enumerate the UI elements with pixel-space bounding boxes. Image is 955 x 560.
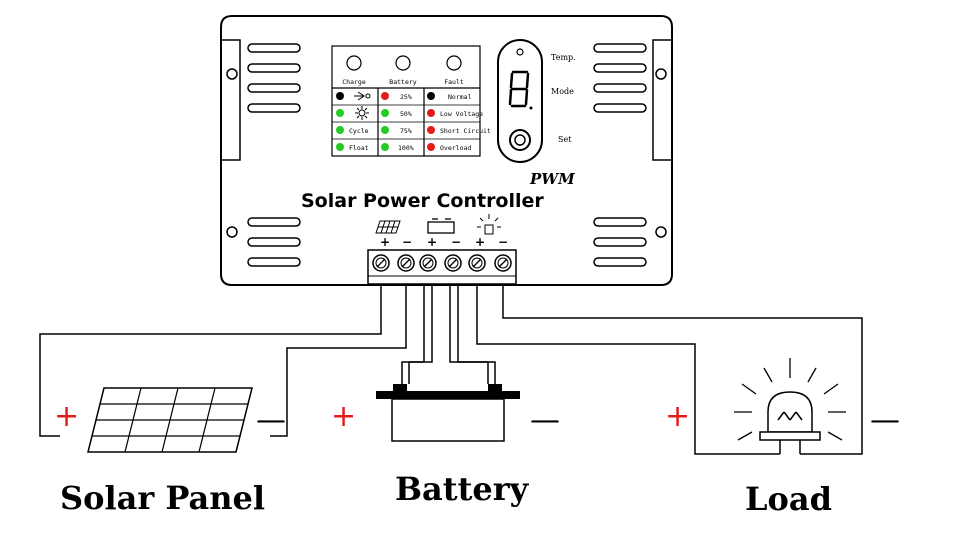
fault-red-dot-icon — [427, 126, 435, 134]
solar-terminal-symbol-icon — [375, 220, 401, 234]
seven-segment-display — [508, 70, 530, 108]
battery-terminal-symbol-icon — [427, 218, 455, 234]
sun-panel-icon — [354, 91, 371, 101]
mount-hole-icon — [655, 68, 667, 80]
load-terminal-symbol-icon — [477, 214, 501, 235]
terminal-screw-slot-icon — [401, 258, 411, 268]
fault-off-dot-icon — [427, 92, 435, 100]
battery-led-icon — [395, 55, 411, 71]
battery-icon — [376, 384, 520, 442]
fault-header: Fault — [444, 78, 464, 86]
terminal-screw-slot-icon — [423, 258, 433, 268]
sun-icon — [355, 106, 369, 120]
battery-level-75: 75% — [400, 127, 412, 135]
load-label: Load — [745, 480, 832, 518]
terminal-screw-inner-icon — [447, 257, 459, 269]
pwm-label: PWM — [529, 170, 575, 188]
charge-green-dot-icon — [336, 109, 344, 117]
terminal-screw-inner-icon — [400, 257, 412, 269]
terminal-sign: − — [402, 235, 412, 249]
terminal-screw-inner-icon — [497, 257, 509, 269]
terminal-screw-slot-icon — [472, 258, 482, 268]
indicator-panel: Charge Battery Fault Cycle Float 25% — [331, 45, 491, 157]
charge-header: Charge — [342, 78, 366, 86]
terminal-sign: − — [451, 235, 461, 249]
battery-green-dot-icon — [381, 126, 389, 134]
battery-level-50: 50% — [400, 110, 412, 118]
mode-label: Mode — [551, 87, 574, 96]
battery-level-25: 25% — [400, 93, 412, 101]
battery-header: Battery — [389, 78, 416, 86]
set-label: Set — [558, 135, 572, 144]
temp-label: Temp. — [551, 53, 576, 62]
solar-minus-sign: — — [256, 403, 286, 438]
fault-state-short-circuit: Short Circuit — [440, 127, 491, 135]
battery-red-dot-icon — [381, 92, 389, 100]
battery-level-100: 100% — [398, 144, 414, 152]
temp-sensor-icon — [516, 48, 524, 56]
float-dot-icon — [336, 143, 344, 151]
left-vent-icon — [247, 43, 301, 267]
terminal-block — [367, 249, 517, 285]
fault-state-normal: Normal — [448, 93, 472, 101]
solar-plus-sign: + — [54, 399, 79, 434]
solar-panel-icon — [87, 387, 253, 453]
mount-hole-icon — [655, 226, 667, 238]
terminal-screw-slot-icon — [448, 258, 458, 268]
battery-minus-sign: — — [530, 403, 560, 438]
battery-green-dot-icon — [381, 109, 389, 117]
wiring — [39, 284, 863, 455]
terminal-screw-slot-icon — [376, 258, 386, 268]
fault-red-dot-icon — [427, 143, 435, 151]
battery-label: Battery — [395, 470, 530, 508]
terminal-screw-slot-icon — [498, 258, 508, 268]
controller-title: Solar Power Controller — [301, 190, 544, 212]
load-minus-sign: — — [870, 403, 900, 438]
mount-hole-icon — [226, 226, 238, 238]
charge-state-float: Float — [349, 144, 369, 152]
terminal-sign: + — [380, 235, 390, 249]
fault-led-icon — [446, 55, 462, 71]
display-module: Temp. Mode Set — [497, 39, 576, 163]
charge-state-cycle: Cycle — [349, 127, 369, 135]
terminal-screws — [372, 254, 512, 272]
mount-hole-icon — [226, 68, 238, 80]
terminal-sign: + — [475, 235, 485, 249]
solar-panel-label: Solar Panel — [60, 479, 265, 517]
terminal-sign: − — [498, 235, 508, 249]
terminal-screw-inner-icon — [422, 257, 434, 269]
battery-green-dot-icon — [381, 143, 389, 151]
fault-state-overload: Overload — [440, 144, 471, 152]
lamp-icon — [734, 358, 846, 454]
right-vent-icon — [593, 43, 647, 267]
terminal-sign: + — [427, 235, 437, 249]
charge-led-icon — [346, 55, 362, 71]
terminal-screw-inner-icon — [375, 257, 387, 269]
load-plus-sign: + — [665, 399, 690, 434]
cycle-dot-icon — [336, 126, 344, 134]
controller-unit: Charge Battery Fault Cycle Float 25% — [220, 15, 673, 286]
fault-state-low-voltage: Low Voltage — [440, 110, 483, 118]
terminal-screw-inner-icon — [471, 257, 483, 269]
fault-red-dot-icon — [427, 109, 435, 117]
battery-plus-sign: + — [331, 399, 356, 434]
charge-off-dot-icon — [336, 92, 344, 100]
